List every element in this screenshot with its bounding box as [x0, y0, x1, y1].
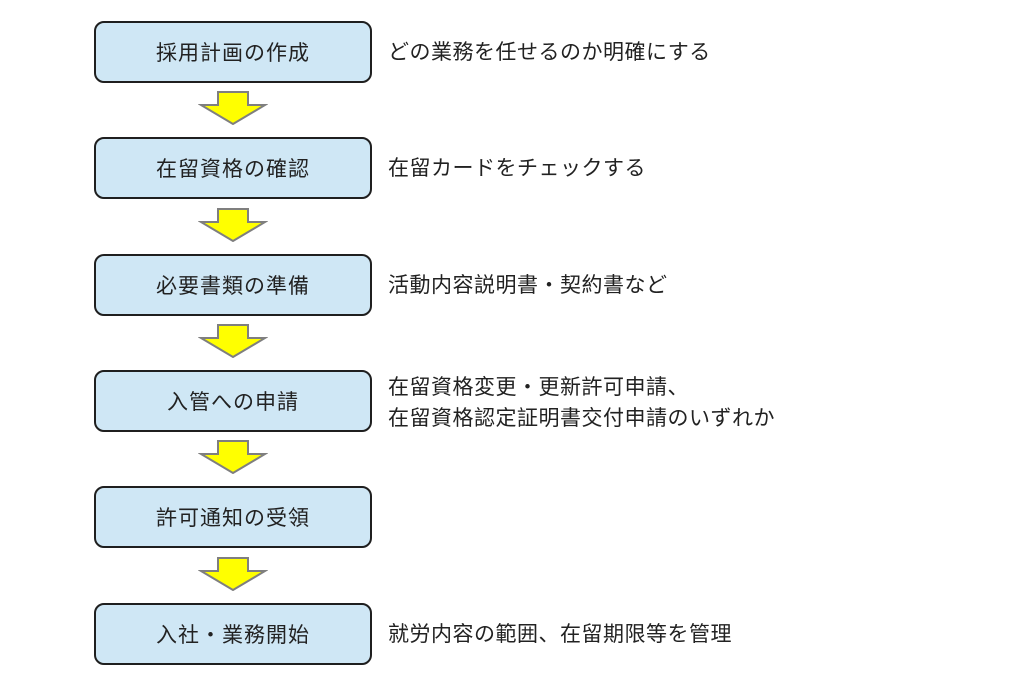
step-note-line: 在留カードをチェックする [388, 155, 646, 180]
flow-step-5: 許可通知の受領 [94, 486, 372, 548]
step-box: 入社・業務開始 [94, 603, 372, 665]
down-arrow-icon [198, 91, 268, 125]
step-label: 入管への申請 [167, 390, 299, 414]
step-note: 在留カードをチェックする [388, 137, 1008, 199]
step-box: 採用計画の作成 [94, 21, 372, 83]
step-label: 許可通知の受領 [156, 506, 310, 530]
step-note-line: 活動内容説明書・契約書など [388, 272, 668, 297]
flow-step-3: 必要書類の準備 活動内容説明書・契約書など [94, 254, 667, 316]
step-box: 許可通知の受領 [94, 486, 372, 548]
flow-step-2: 在留資格の確認 在留カードをチェックする [94, 137, 646, 199]
step-label: 入社・業務開始 [156, 623, 310, 647]
down-arrow-icon [198, 208, 268, 242]
step-note: 在留資格変更・更新許可申請、 在留資格認定証明書交付申請のいずれか [388, 372, 1008, 434]
step-note-line: 在留資格認定証明書交付申請のいずれか [388, 406, 775, 430]
step-note: 就労内容の範囲、在留期限等を管理 [388, 603, 1008, 665]
step-box: 必要書類の準備 [94, 254, 372, 316]
step-note: 活動内容説明書・契約書など [388, 254, 1008, 316]
down-arrow-icon [198, 440, 268, 474]
step-label: 在留資格の確認 [156, 157, 310, 181]
flow-step-1: 採用計画の作成 どの業務を任せるのか明確にする [94, 21, 710, 83]
step-label: 採用計画の作成 [156, 41, 310, 65]
flow-step-6: 入社・業務開始 就労内容の範囲、在留期限等を管理 [94, 603, 732, 665]
step-note-line: どの業務を任せるのか明確にする [388, 39, 711, 64]
step-box: 入管への申請 [94, 370, 372, 432]
down-arrow-icon [198, 557, 268, 591]
flow-step-4: 入管への申請 在留資格変更・更新許可申請、 在留資格認定証明書交付申請のいずれか [94, 370, 775, 432]
step-note: どの業務を任せるのか明確にする [388, 21, 1008, 83]
step-label: 必要書類の準備 [156, 274, 310, 298]
step-note-line: 就労内容の範囲、在留期限等を管理 [388, 621, 732, 646]
down-arrow-icon [198, 324, 268, 358]
step-note-line: 在留資格変更・更新許可申請、 [388, 375, 689, 399]
step-box: 在留資格の確認 [94, 137, 372, 199]
